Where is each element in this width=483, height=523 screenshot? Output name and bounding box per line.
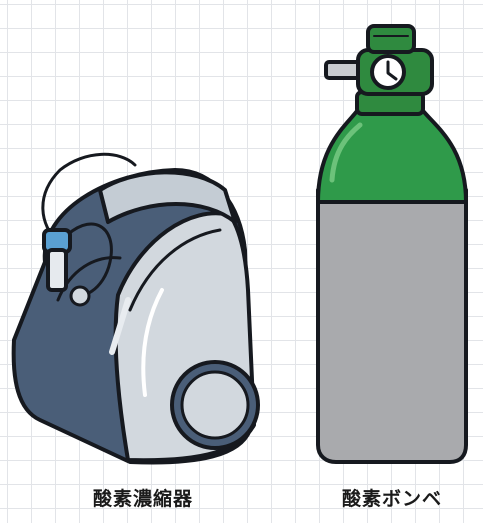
oxygen-cylinder-illustration xyxy=(316,24,468,464)
concentrator-handle xyxy=(98,170,237,224)
oxygen-concentrator-illustration xyxy=(11,152,260,465)
valve-side-arm xyxy=(324,60,362,80)
cylinder-body xyxy=(316,188,468,464)
valve-cap xyxy=(366,24,416,54)
concentrator-label: 酸素濃縮器 xyxy=(92,488,193,510)
oxygen-tubing xyxy=(41,152,137,244)
cylinder-label: 酸素ボンベ xyxy=(341,488,442,510)
